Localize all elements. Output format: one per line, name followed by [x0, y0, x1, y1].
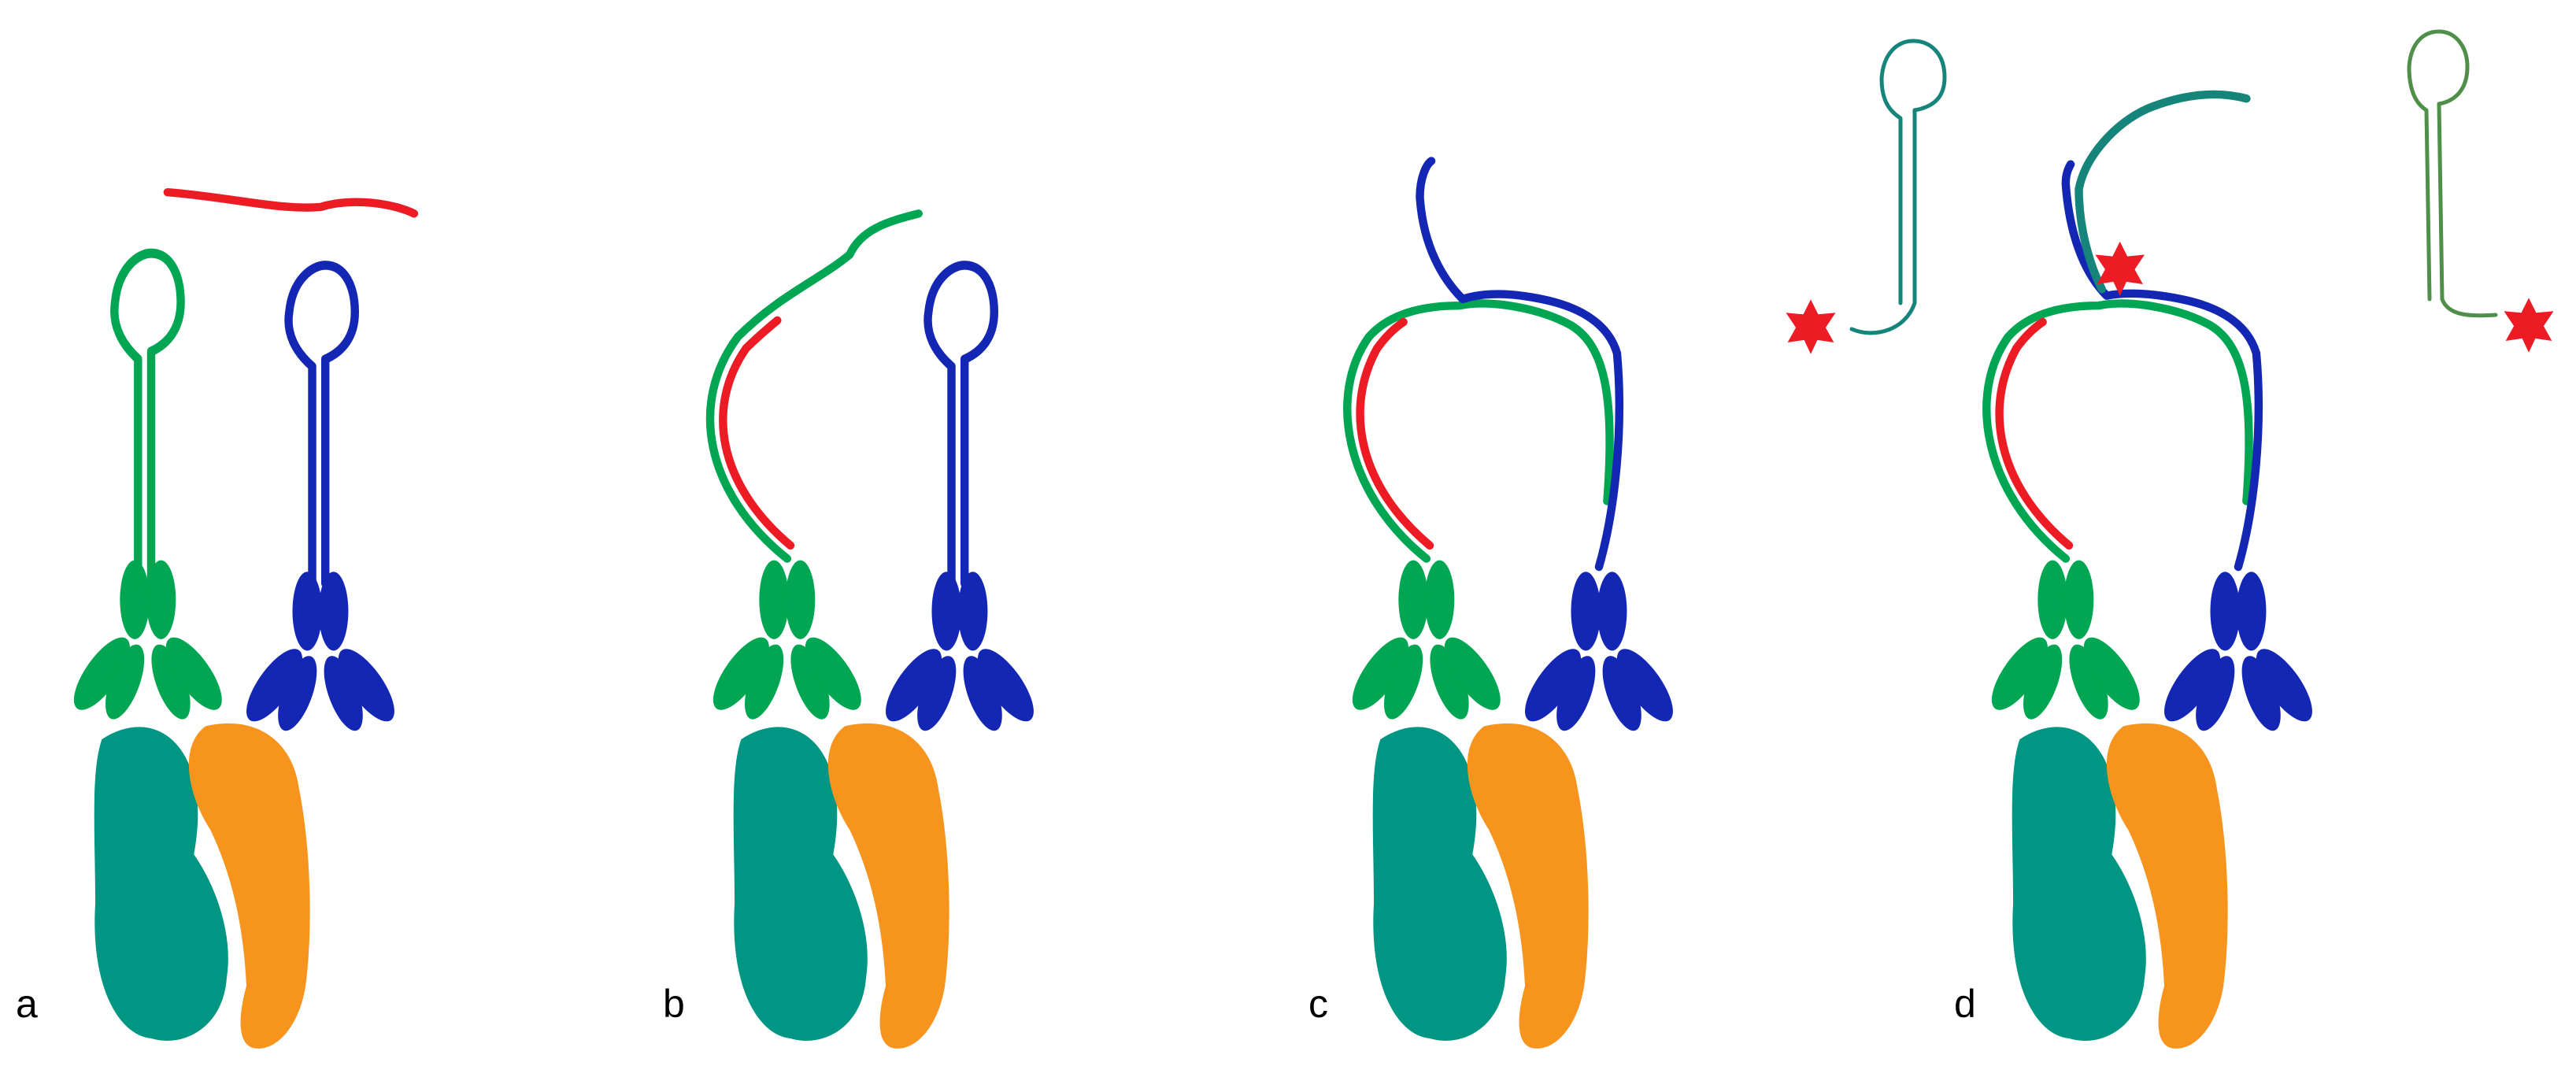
cell-pair — [2012, 723, 2228, 1049]
panel-label-c: c — [1308, 982, 1328, 1026]
teal-detection-probe-free — [1786, 39, 1947, 354]
panel-c — [1342, 157, 1683, 1049]
antibody-blue — [236, 572, 405, 736]
red-oligo-hybridized — [719, 316, 795, 550]
panel-label-a: a — [16, 982, 38, 1026]
panel-d — [1982, 90, 2322, 1049]
hairpin-probe-blue — [289, 265, 355, 583]
panel-b — [703, 209, 1044, 1049]
blue-strand-extended — [1416, 157, 1624, 572]
antibody-blue — [1515, 572, 1683, 736]
cell-pair — [1372, 723, 1589, 1049]
olive-detection-probe-free — [2407, 29, 2554, 353]
red-oligo-hybridized — [1995, 317, 2074, 550]
antibody-green — [1982, 560, 2150, 724]
red-oligo-hybridized — [1356, 317, 1434, 550]
green-strand-arc — [1343, 299, 1614, 563]
antibody-blue — [2154, 572, 2322, 736]
antibody-green — [1342, 560, 1511, 724]
teal-detection-probe-bound — [2074, 90, 2251, 294]
antibody-green — [703, 560, 872, 724]
opened-probe-green — [705, 209, 923, 563]
star-icon — [2504, 298, 2554, 353]
panel-label-d: d — [1954, 982, 1976, 1026]
hairpin-probe-green — [114, 254, 180, 586]
green-strand-arc — [1982, 299, 2253, 563]
panel-label-b: b — [663, 982, 685, 1026]
antibody-blue — [875, 572, 1044, 736]
cell-pair — [733, 723, 949, 1049]
blue-strand-extended — [2061, 160, 2263, 572]
cell-pair — [94, 723, 310, 1049]
panel-a — [64, 187, 419, 1049]
star-icon — [1786, 299, 1836, 354]
hairpin-probe-blue — [928, 265, 994, 583]
red-oligo-strand — [163, 187, 419, 218]
